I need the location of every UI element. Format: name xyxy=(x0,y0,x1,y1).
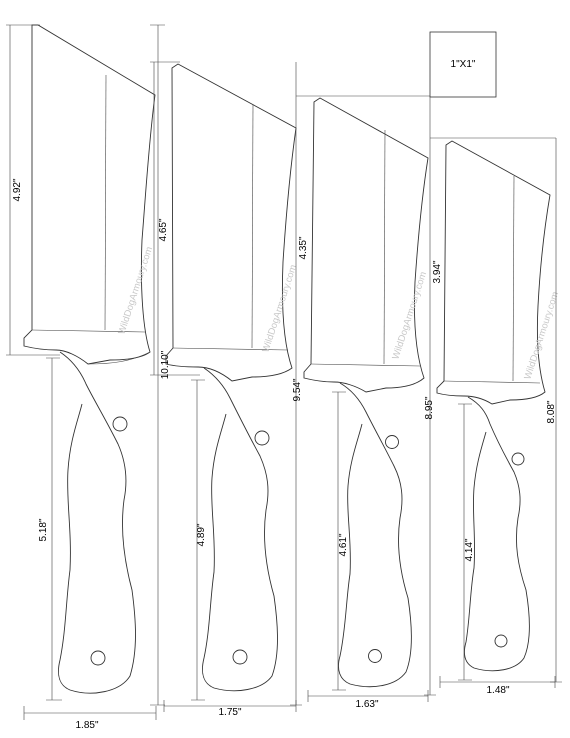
knife-2-watermark: WildDogArmoury.com xyxy=(260,263,299,354)
knife-2-outline xyxy=(165,63,297,692)
knife-3: WildDogArmoury.com 4.35" 4.61" 8.95" 1.6… xyxy=(296,95,436,710)
knife-3-handle-width-label: 1.63" xyxy=(355,699,378,710)
knife-3-pin-hole-bottom xyxy=(368,649,382,663)
knife-4-pin-hole-bottom xyxy=(494,634,508,648)
knife-3-blade-height-label: 4.35" xyxy=(298,236,309,259)
knife-4: WildDogArmoury.com 3.94" 4.14" 8.08" 1.4… xyxy=(430,137,562,696)
knife-2-blade-height-label: 4.65" xyxy=(158,218,169,241)
knife-1-overall-length-label: 10.10" xyxy=(160,350,171,379)
knife-4-overall-length-label: 8.08" xyxy=(546,400,557,423)
knife-1-handle-length-label: 5.18" xyxy=(38,518,49,541)
knife-4-outline xyxy=(436,140,551,672)
knife-1-blade-height-label: 4.92" xyxy=(12,178,23,201)
knife-3-outline xyxy=(303,97,429,688)
knife-4-handle-width-label: 1.48" xyxy=(486,685,509,696)
knife-3-watermark: WildDogArmoury.com xyxy=(390,270,429,361)
knife-4-blade-height-label: 3.94" xyxy=(432,260,443,283)
knife-3-handle-length-label: 4.61" xyxy=(338,533,349,556)
knife-4-watermark: WildDogArmoury.com xyxy=(522,290,561,381)
knife-3-overall-length-label: 8.95" xyxy=(424,396,435,419)
scale-box-label: 1"X1" xyxy=(451,59,476,70)
knife-3-pin-hole-top xyxy=(385,435,399,449)
knife-1-pin-hole-bottom xyxy=(90,650,106,666)
scale-box: 1"X1" xyxy=(429,31,497,98)
knife-2-overall-length-label: 9.54" xyxy=(292,378,303,401)
knife-2-handle-width-label: 1.75" xyxy=(218,707,241,718)
knife-2-handle-length-label: 4.89" xyxy=(196,523,207,546)
knife-2-pin-hole-top xyxy=(254,430,270,446)
knife-1: WildDogArmoury.com 4.92" 5.18" 10.10" 1.… xyxy=(6,24,171,731)
knife-2: WildDogArmoury.com 4.65" 4.89" 9.54" 1.7… xyxy=(150,61,303,718)
knife-4-handle-length-label: 4.14" xyxy=(464,538,475,561)
knife-2-pin-hole-bottom xyxy=(232,649,248,665)
knife-1-pin-hole-top xyxy=(112,416,128,432)
knife-1-watermark: WildDogArmoury.com xyxy=(116,245,155,336)
knife-1-handle-width-label: 1.85" xyxy=(75,720,98,731)
knife-1-outline xyxy=(23,24,156,694)
knife-4-pin-hole-top xyxy=(511,452,525,466)
